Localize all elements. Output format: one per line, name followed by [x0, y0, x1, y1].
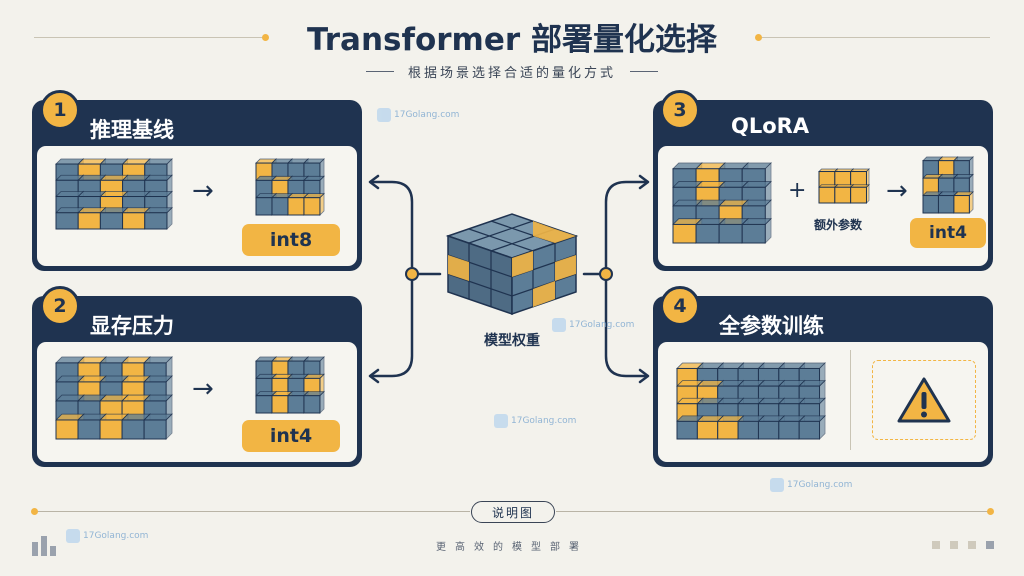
card-body: + 额外参数 → int4: [658, 146, 988, 266]
watermark-logo-icon: [66, 529, 80, 543]
quantized-grid-icon: [255, 356, 325, 414]
weight-grid-icon: [55, 158, 173, 230]
card-body: → int4: [37, 342, 357, 462]
arrow-right-icon: →: [886, 176, 908, 206]
quantized-block: [850, 186, 867, 204]
center-label: 模型权重: [484, 333, 540, 349]
card-title: 显存压力: [90, 314, 174, 338]
quantized-block: [303, 197, 321, 216]
caption-pill: 说明图: [471, 501, 555, 523]
step-badge: 4: [660, 286, 700, 326]
subtitle: 根据场景选择合适的量化方式: [407, 66, 616, 81]
result-badge: int4: [242, 420, 340, 452]
weight-grid-icon: [672, 162, 772, 244]
pagination-dots-icon: [932, 541, 994, 549]
title-dot-right: [755, 34, 762, 41]
quantized-grid-icon: [922, 156, 974, 214]
card-divider: [850, 350, 851, 450]
weight-grid-icon: [55, 356, 173, 440]
bar-chart-icon: [32, 536, 56, 556]
card-title: 推理基线: [90, 118, 174, 142]
footer-dot-right: [987, 508, 994, 515]
card-title: 全参数训练: [719, 314, 824, 338]
watermark: 17Golang.com: [66, 529, 148, 543]
watermark-logo-icon: [770, 478, 784, 492]
watermark-logo-icon: [377, 108, 391, 122]
subtitle-dash-left: [365, 71, 394, 72]
step-badge: 1: [40, 90, 80, 130]
weight-block: [143, 419, 167, 440]
card-title: QLoRA: [731, 114, 810, 138]
step-badge: 3: [660, 90, 700, 130]
weight-cube-icon: [445, 213, 579, 316]
quantized-grid-icon: [255, 158, 325, 216]
subtitle-dash-right: [630, 71, 658, 72]
weight-block: [741, 223, 766, 244]
weight-block: [303, 395, 321, 414]
arrow-right-icon: →: [192, 374, 214, 404]
watermark: 17Golang.com: [377, 108, 459, 122]
step-badge: 2: [40, 286, 80, 326]
card-body: → int8: [37, 146, 357, 266]
title-divider-right: [760, 37, 990, 38]
warning-frame: [872, 360, 976, 440]
result-badge: int8: [242, 224, 340, 256]
weight-block: [798, 420, 821, 440]
warning-icon: [897, 377, 951, 423]
watermark-logo-icon: [552, 318, 566, 332]
footer-divider-left: [34, 511, 470, 512]
title-divider-left: [34, 37, 264, 38]
watermark: 17Golang.com: [552, 318, 634, 332]
footer-dot-left: [31, 508, 38, 515]
plus-icon: +: [788, 178, 807, 203]
subtitle-row: 根据场景选择合适的量化方式: [0, 62, 1024, 81]
card-qlora: QLoRA + 额外参数 → int4: [653, 100, 993, 271]
card-full-finetune: 全参数训练: [653, 296, 993, 467]
arrow-right-icon: →: [192, 176, 214, 206]
watermark: 17Golang.com: [770, 478, 852, 492]
card-memory-pressure: 显存压力 → int4: [32, 296, 362, 467]
watermark-logo-icon: [494, 414, 508, 428]
adapter-grid-icon: [818, 168, 870, 204]
weight-grid-icon: [676, 362, 826, 440]
result-badge: int4: [910, 218, 986, 248]
watermark: 17Golang.com: [494, 414, 576, 428]
extra-params-label: 额外参数: [814, 218, 863, 232]
page-title: Transformer 部署量化选择: [307, 22, 717, 58]
footer-divider-right: [556, 511, 990, 512]
card-inference-baseline: 推理基线 → int8: [32, 100, 362, 271]
quantized-block: [953, 195, 970, 214]
footer-tagline: 更高效的模型部署: [436, 542, 588, 553]
title-dot-left: [262, 34, 269, 41]
card-body: [658, 342, 988, 462]
weight-block: [144, 212, 168, 230]
